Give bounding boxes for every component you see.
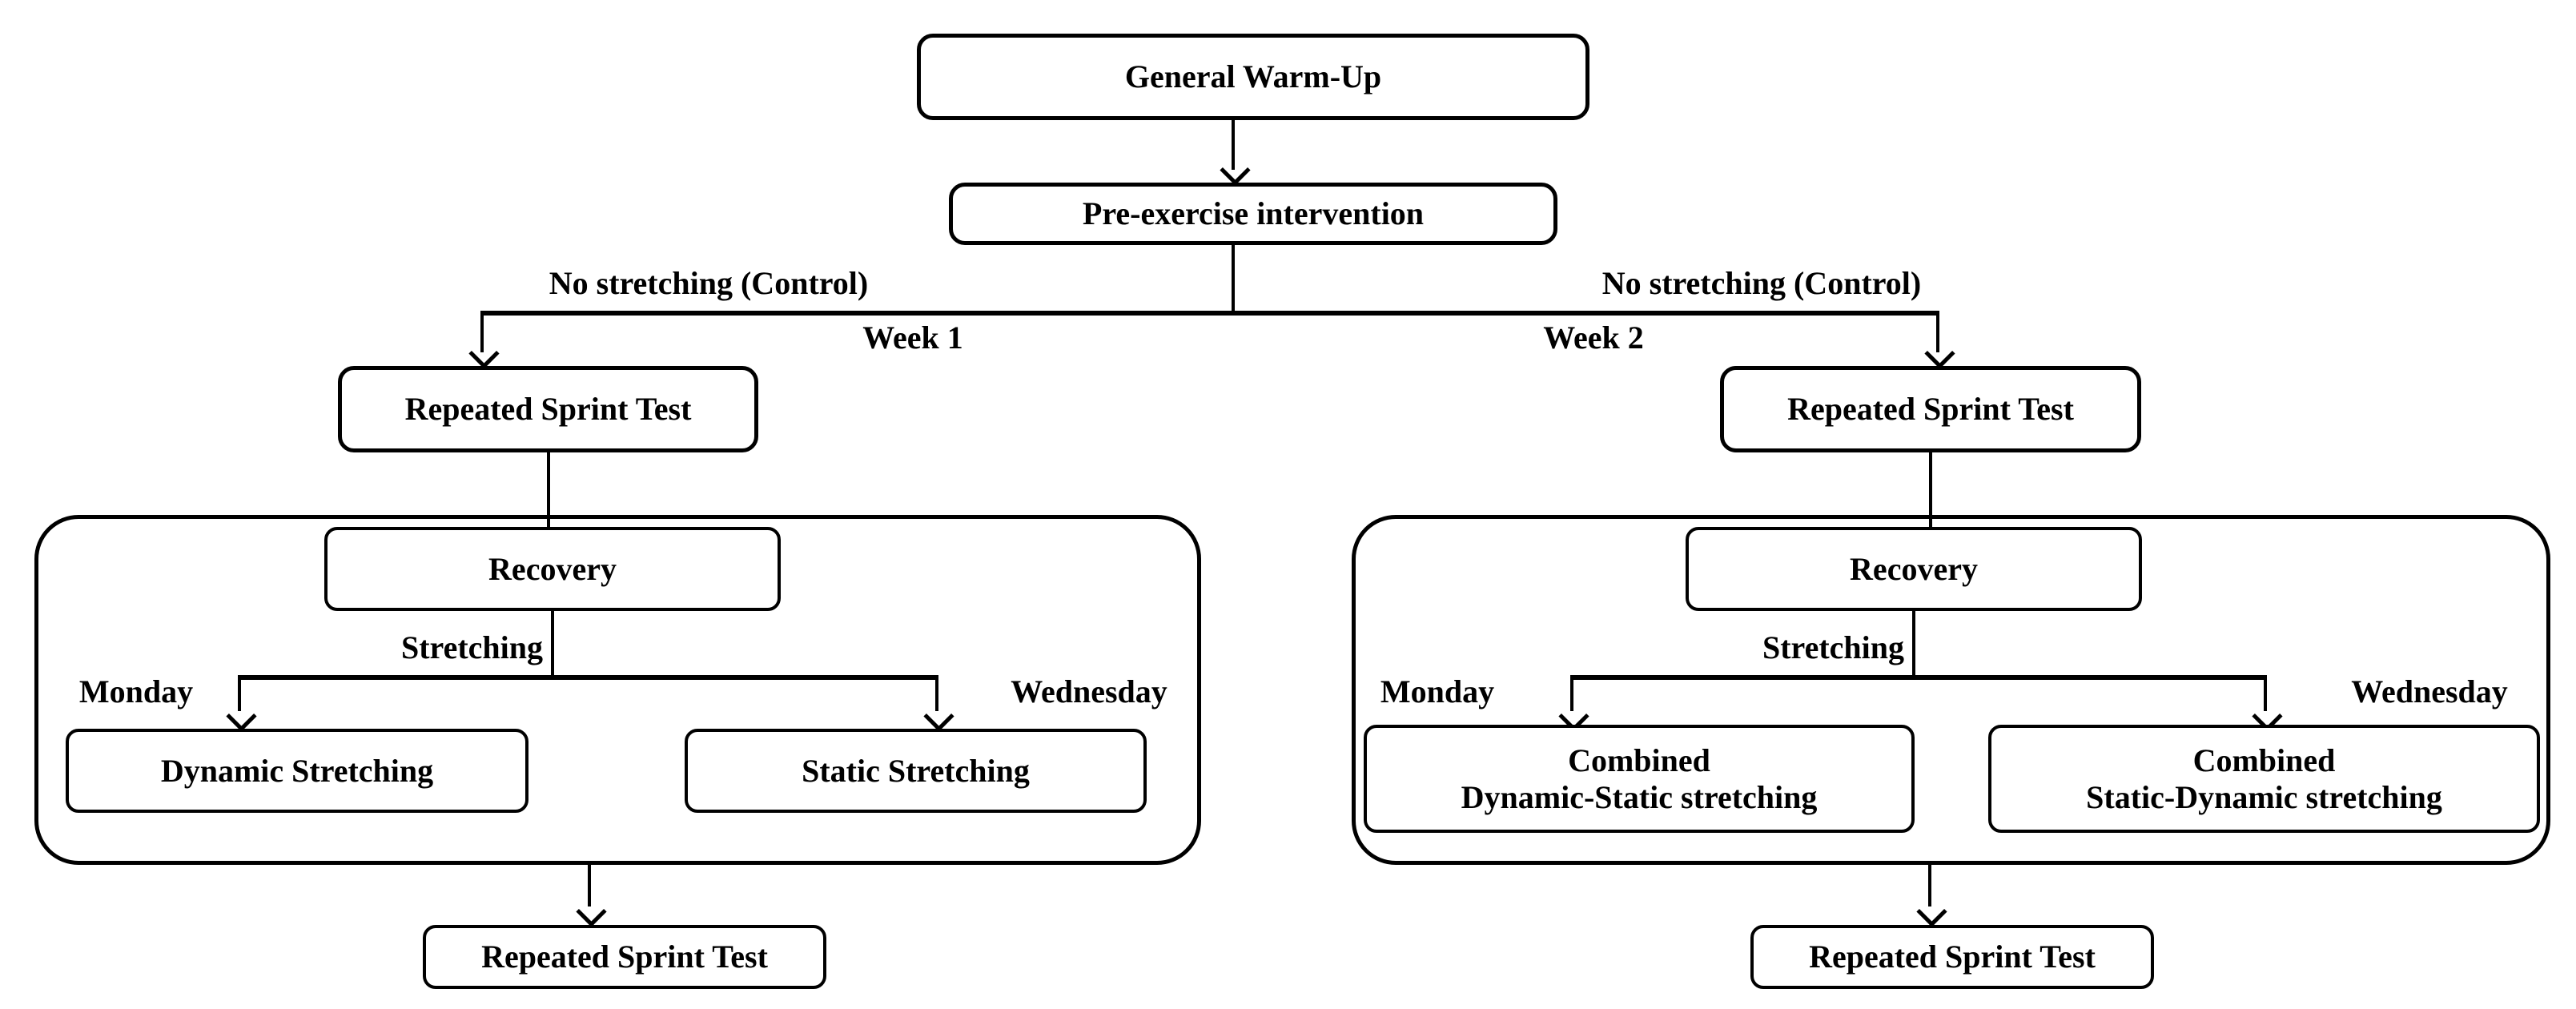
arrowhead-down-icon	[1916, 896, 1947, 927]
week1-label: Week 1	[862, 320, 963, 356]
connector-week1-wednesday	[935, 677, 938, 711]
connector-week2-recovery-to-split	[1912, 611, 1915, 678]
week2-repeated-sprint-test-box: Repeated Sprint Test	[1720, 366, 2141, 452]
connector-week1-group-to-posttest	[588, 865, 591, 906]
week1-no-stretching-label: No stretching (Control)	[549, 265, 869, 301]
connector-branch-to-week2-test	[1936, 311, 1939, 352]
connector-week1-test-to-recovery	[547, 452, 550, 529]
connector-week2-test-to-recovery	[1929, 452, 1932, 529]
week2-post-repeated-sprint-test-box: Repeated Sprint Test	[1750, 925, 2154, 989]
week2-split-line	[1570, 675, 2267, 680]
week1-monday-label: Monday	[78, 673, 194, 710]
week2-wednesday-label: Wednesday	[2351, 673, 2508, 710]
week2-recovery-group	[1352, 515, 2550, 865]
branch-line	[480, 311, 1939, 316]
connector-branch-to-week1-test	[480, 311, 484, 352]
week1-repeated-sprint-test-box: Repeated Sprint Test	[338, 366, 758, 452]
week2-recovery-box: Recovery	[1686, 527, 2142, 611]
connector-week2-wednesday	[2264, 677, 2267, 711]
arrowhead-down-icon	[576, 896, 607, 927]
connector-week1-recovery-to-split	[551, 611, 554, 678]
week1-post-repeated-sprint-test-box: Repeated Sprint Test	[423, 925, 826, 989]
general-warmup-box: General Warm-Up	[917, 34, 1589, 120]
connector-week2-monday	[1570, 677, 1573, 711]
combined-static-dynamic-box: Combined Static-Dynamic stretching	[1988, 725, 2540, 833]
arrowhead-down-icon	[1924, 338, 1955, 369]
week1-recovery-box: Recovery	[324, 527, 781, 611]
arrowhead-down-icon	[1220, 155, 1251, 186]
connector-preexercise-to-branch	[1232, 245, 1235, 312]
week1-wednesday-label: Wednesday	[1011, 673, 1167, 710]
week1-stretching-label: Stretching	[400, 629, 543, 665]
week2-stretching-label: Stretching	[1762, 629, 1904, 665]
connector-week1-monday	[238, 677, 241, 711]
connector-warmup-to-preexercise	[1232, 120, 1235, 170]
week1-split-line	[238, 675, 938, 680]
week2-label: Week 2	[1543, 320, 1644, 356]
week2-no-stretching-label: No stretching (Control)	[1601, 265, 1922, 301]
connector-week2-group-to-posttest	[1928, 865, 1931, 906]
week1-recovery-group	[34, 515, 1201, 865]
arrowhead-down-icon	[468, 338, 500, 369]
dynamic-stretching-box: Dynamic Stretching	[66, 729, 528, 813]
static-stretching-box: Static Stretching	[685, 729, 1147, 813]
combined-dynamic-static-box: Combined Dynamic-Static stretching	[1364, 725, 1915, 833]
week2-monday-label: Monday	[1380, 673, 1495, 710]
pre-exercise-intervention-box: Pre-exercise intervention	[949, 183, 1557, 245]
